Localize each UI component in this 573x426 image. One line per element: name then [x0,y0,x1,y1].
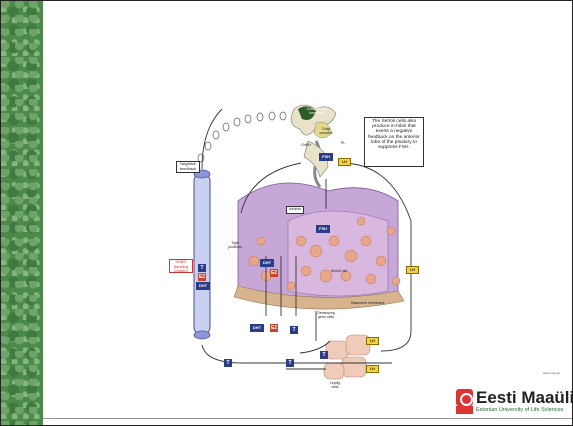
gonadotropin-label: Gonadotropic hormones [306,107,328,115]
decorative-sidebar [1,1,43,425]
inhibin-label: Inhibin [286,206,304,214]
logo-emblem-icon [456,389,473,406]
testosterone-tag-bottom: T [224,359,232,367]
estradiol-tag-lower: E2 [270,324,278,332]
testosterone-tag-middle: T [286,359,294,367]
testosterone-tag-leydig: T [320,351,328,359]
lh-tag: LH [338,158,351,166]
lh-tag-leydig-upper: LH [366,337,379,345]
dht-tag-vessel: DHT [196,282,210,290]
dht-tag-lower: DHT [250,324,264,332]
fsh-tag-tubule: FSH [316,225,330,233]
golgi-label: Golgi complex [316,127,336,135]
footer-url: www.emu.ee [543,371,560,375]
basement-membrane-label: Basement membrane [348,301,388,305]
shbg-label: SHBG (binding protein) [169,259,193,273]
lh-tag-side: LH [406,266,419,274]
hormone-diagram: Negative feedback The Sertoli cells also… [166,101,436,396]
fsh-tag: FSH [319,153,333,161]
estradiol-tag-vessel: E2 [198,273,206,281]
inhibin-callout: The Sertoli cells also produce in-hibin … [364,117,424,167]
leydig-cells-label: Leydig cells [326,381,344,389]
logo-emblem-base [456,406,473,414]
testosterone-tag-vessel: T [198,264,206,272]
pl-label: PL [338,141,348,145]
university-subtitle: Estonian University of Life Sciences [476,407,563,413]
negative-feedback-label: Negative feedback [176,161,200,173]
testosterone-tag-lower: T [290,326,298,334]
university-logo: Eesti Maaülikool Estonian University of … [454,386,572,422]
lh-tag-leydig-lower: LH [366,365,379,373]
tight-junction-label: Tight junctions [224,241,246,249]
university-name: Eesti Maaülikool [476,388,573,408]
estradiol-tag-tubule: E2 [270,269,278,277]
developing-germ-cells-label: Developing germ cells [314,311,338,319]
dht-tag-tubule: DHT [260,259,274,267]
sertoli-cell-label: Sertoli cell [328,269,350,273]
gnrh-label: GnRH [300,143,312,147]
